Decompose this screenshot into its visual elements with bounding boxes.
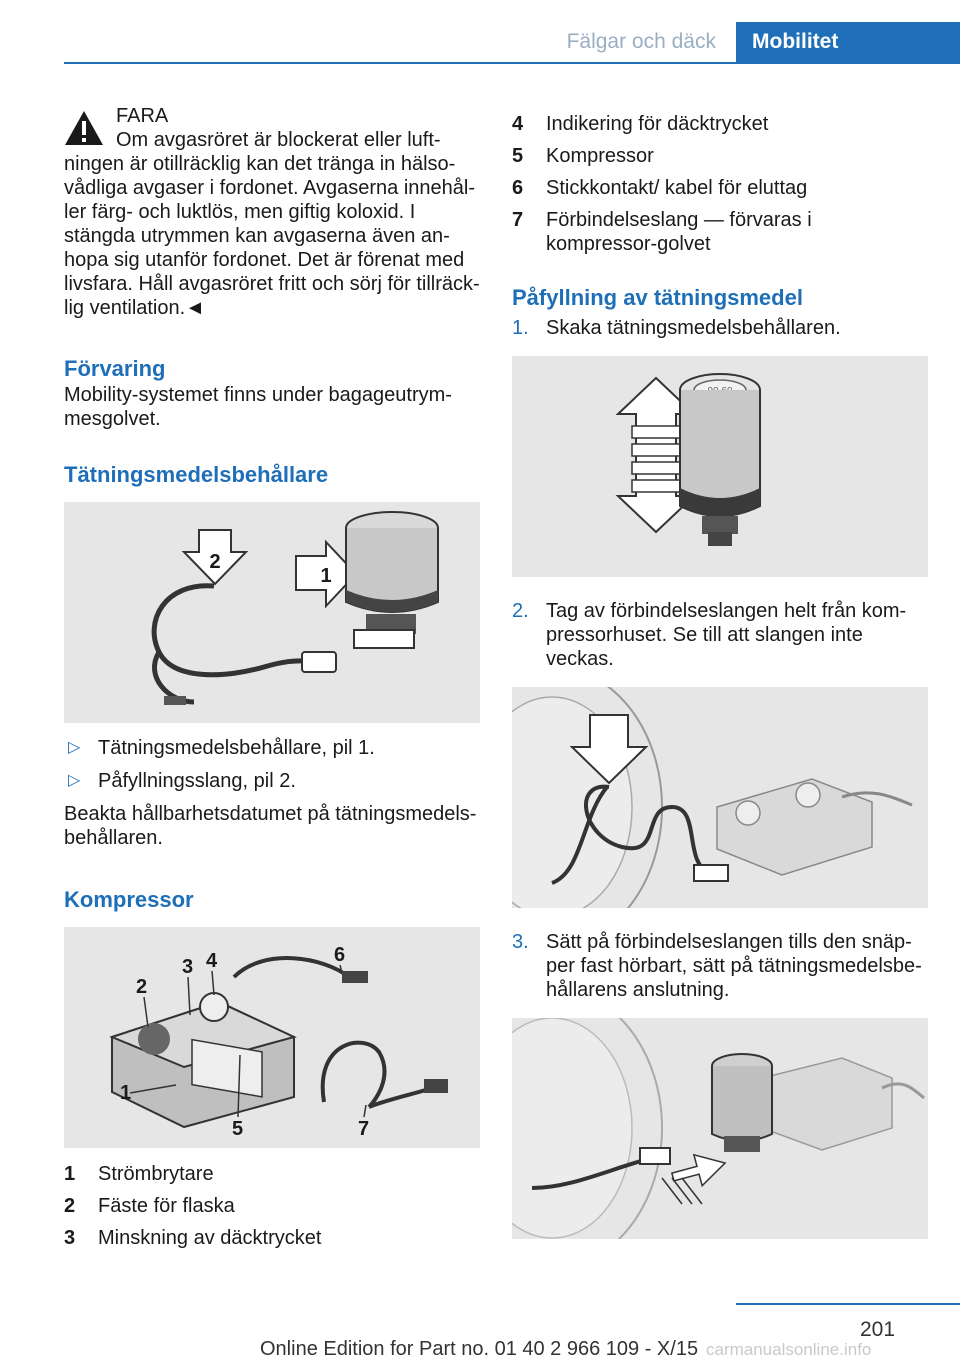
remove-hose-illustration bbox=[512, 687, 913, 908]
list-item: ▷Påfyllningsslang, pil 2. bbox=[68, 770, 296, 792]
warning-text: ningen är otillräcklig kan det tränga in… bbox=[64, 153, 480, 319]
list-item: ▷Tätningsmedelsbehållare, pil 1. bbox=[68, 737, 375, 759]
storage-text: Mobility-systemet finns under bagageutry… bbox=[64, 384, 452, 430]
header-rule bbox=[64, 62, 960, 64]
shake-illustration: 90 60 bbox=[615, 373, 761, 546]
remove-hose-figure bbox=[512, 687, 928, 908]
filling-step-2: 2.Tag av förbindelseslangen helt från ko… bbox=[512, 599, 928, 671]
attach-hose-illustration bbox=[512, 1018, 925, 1239]
triangle-bullet-icon: ▷ bbox=[68, 772, 81, 789]
tab-falgar-och-dack[interactable]: Fälgar och däck bbox=[566, 30, 716, 53]
compressor-label-1: 1 bbox=[120, 1082, 131, 1104]
compressor-illustration: 1 2 3 4 5 6 7 bbox=[109, 944, 448, 1140]
filling-heading: Påfyllning av tätningsmedel bbox=[512, 285, 803, 310]
compressor-figure: 1 2 3 4 5 6 7 bbox=[64, 927, 480, 1148]
shake-figure: 90 60 bbox=[512, 356, 928, 577]
page-header: Fälgar och däck Mobilitet bbox=[0, 0, 960, 64]
compressor-label-7: 7 bbox=[358, 1118, 369, 1140]
footer-rule bbox=[736, 1303, 960, 1305]
list-item: 2.Tag av förbindelseslangen helt från ko… bbox=[512, 600, 907, 670]
attach-hose-figure bbox=[512, 1018, 928, 1239]
compressor-heading: Kompressor bbox=[64, 887, 194, 912]
storage-heading: Förvaring bbox=[64, 356, 166, 381]
warning-line-1: Om avgasröret är blockerat eller luft- bbox=[116, 129, 441, 151]
list-item: 3.Sätt på förbindelseslangen tills den s… bbox=[512, 931, 922, 1001]
filling-step-1: 1.Skaka tätningsmedelsbehållaren. bbox=[512, 316, 928, 340]
container-note: Beakta hållbarhetsdatumet på tätningsmed… bbox=[64, 803, 477, 849]
compressor-label-6: 6 bbox=[334, 944, 345, 966]
warning-triangle-icon bbox=[65, 111, 103, 145]
container-arrow-label-2: 2 bbox=[209, 551, 220, 573]
filling-step-3: 3.Sätt på förbindelseslangen tills den s… bbox=[512, 930, 928, 1002]
container-illustration: 2 1 bbox=[151, 511, 439, 705]
page-number: 201 bbox=[860, 1318, 896, 1341]
container-heading: Tätningsmedelsbehållare bbox=[64, 462, 329, 487]
warning-title: FARA bbox=[116, 105, 169, 127]
danger-warning: FARA Om avgasröret är blockerat eller lu… bbox=[64, 100, 480, 320]
watermark: carmanualsonline.info bbox=[706, 1340, 872, 1359]
container-figure: 2 1 bbox=[64, 502, 480, 723]
compressor-label-2: 2 bbox=[136, 976, 147, 998]
tab-mobilitet[interactable]: Mobilitet bbox=[736, 22, 960, 62]
list-item: 1.Skaka tätningsmedelsbehållaren. bbox=[512, 317, 841, 339]
left-column: FARA Om avgasröret är blockerat eller lu… bbox=[64, 100, 480, 1258]
container-bullets: ▷Tätningsmedelsbehållare, pil 1. ▷Påfyll… bbox=[64, 736, 480, 793]
compressor-label-5: 5 bbox=[232, 1118, 243, 1140]
triangle-bullet-icon: ▷ bbox=[68, 739, 81, 756]
edition-text: Online Edition for Part no. 01 40 2 966 … bbox=[260, 1338, 699, 1360]
compressor-label-3: 3 bbox=[182, 956, 193, 978]
compressor-label-4: 4 bbox=[206, 950, 218, 972]
container-arrow-label-1: 1 bbox=[320, 565, 331, 587]
